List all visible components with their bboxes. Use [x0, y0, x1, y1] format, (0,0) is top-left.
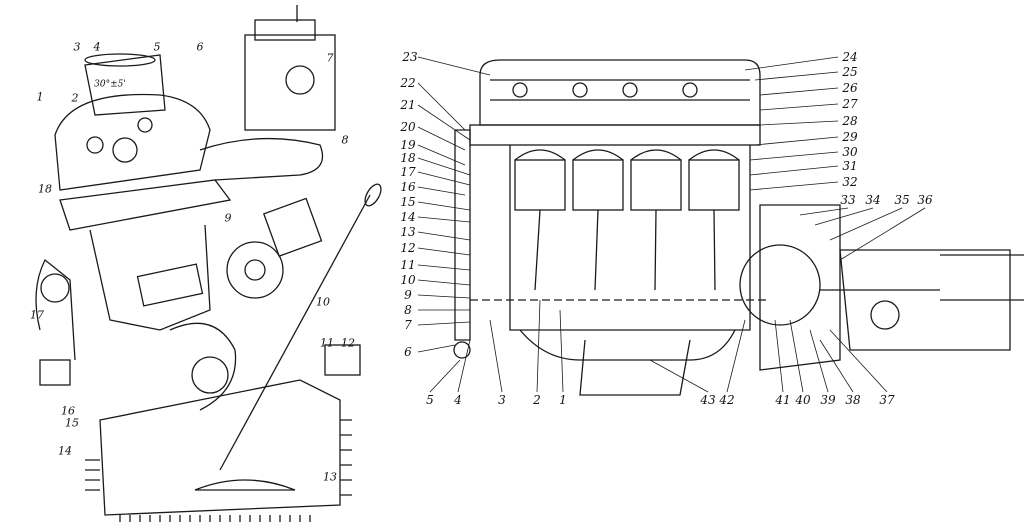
callout-label: 14: [58, 444, 72, 458]
callout-label: 25: [842, 65, 858, 79]
callout-label: 1: [559, 393, 567, 407]
callout-label: 2: [71, 91, 79, 105]
callout-label: 7: [404, 318, 412, 332]
callout-label: 18: [400, 151, 416, 165]
cross-section-drawing: [35, 5, 382, 522]
callout-label: 15: [65, 416, 79, 430]
callout-label: 20: [400, 120, 416, 134]
callout-label: 4: [454, 393, 462, 407]
callout-label: 24: [842, 50, 858, 64]
callout-label: 36: [917, 193, 933, 207]
callout-label: 8: [341, 133, 349, 147]
callout-label: 22: [400, 76, 416, 90]
callout-label: 10: [400, 273, 416, 287]
callout-label: 33: [840, 193, 856, 207]
callout-label: 9: [404, 288, 412, 302]
callout-label: 23: [402, 50, 418, 64]
callout-label: 6: [196, 40, 204, 54]
callout-label: 2: [533, 393, 541, 407]
callout-label: 9: [224, 211, 232, 225]
callout-label: 13: [400, 225, 416, 239]
callout-label: 21: [400, 98, 416, 112]
callout-label: 40: [795, 393, 811, 407]
callout-label: 7: [326, 51, 334, 65]
leader-lines: [417, 56, 926, 393]
callout-label: 6: [404, 345, 412, 359]
callout-label: 38: [845, 393, 861, 407]
callout-label: 3: [73, 40, 81, 54]
callout-label: 1: [36, 90, 44, 104]
callout-label: 4: [93, 40, 101, 54]
callout-label: 11: [400, 258, 416, 272]
callout-label: 35: [894, 193, 910, 207]
callout-label: 34: [865, 193, 881, 207]
callout-label: 5: [153, 40, 161, 54]
callout-label: 13: [323, 470, 337, 484]
callout-label: 17: [400, 165, 416, 179]
callout-label: 31: [842, 159, 858, 173]
callout-label: 42: [719, 393, 735, 407]
callout-label: 17: [30, 308, 44, 322]
callout-label: 14: [400, 210, 416, 224]
callout-label: 11: [320, 336, 334, 350]
callout-label: 12: [341, 336, 355, 350]
callout-label: 29: [842, 130, 858, 144]
callout-label: 10: [316, 295, 330, 309]
callout-label: 8: [404, 303, 412, 317]
callout-label: 3: [498, 393, 506, 407]
callout-label: 16: [61, 404, 75, 418]
callout-label: 28: [842, 114, 858, 128]
callout-label: 27: [842, 97, 858, 111]
callout-label: 39: [820, 393, 836, 407]
callout-label: 37: [879, 393, 895, 407]
longitudinal-section-drawing: [453, 59, 1024, 396]
callout-label: 30: [842, 145, 858, 159]
callout-label: 19: [400, 138, 416, 152]
callout-label: 43: [700, 393, 716, 407]
callout-label: 18: [38, 182, 52, 196]
callout-label: 12: [400, 241, 416, 255]
callout-label: 41: [775, 393, 791, 407]
callout-label: 5: [426, 393, 434, 407]
callout-label: 16: [400, 180, 416, 194]
callout-label: 26: [842, 81, 858, 95]
callout-label: 15: [400, 195, 416, 209]
angle-annotation: 30°±5': [94, 79, 126, 90]
callout-label: 32: [842, 175, 858, 189]
